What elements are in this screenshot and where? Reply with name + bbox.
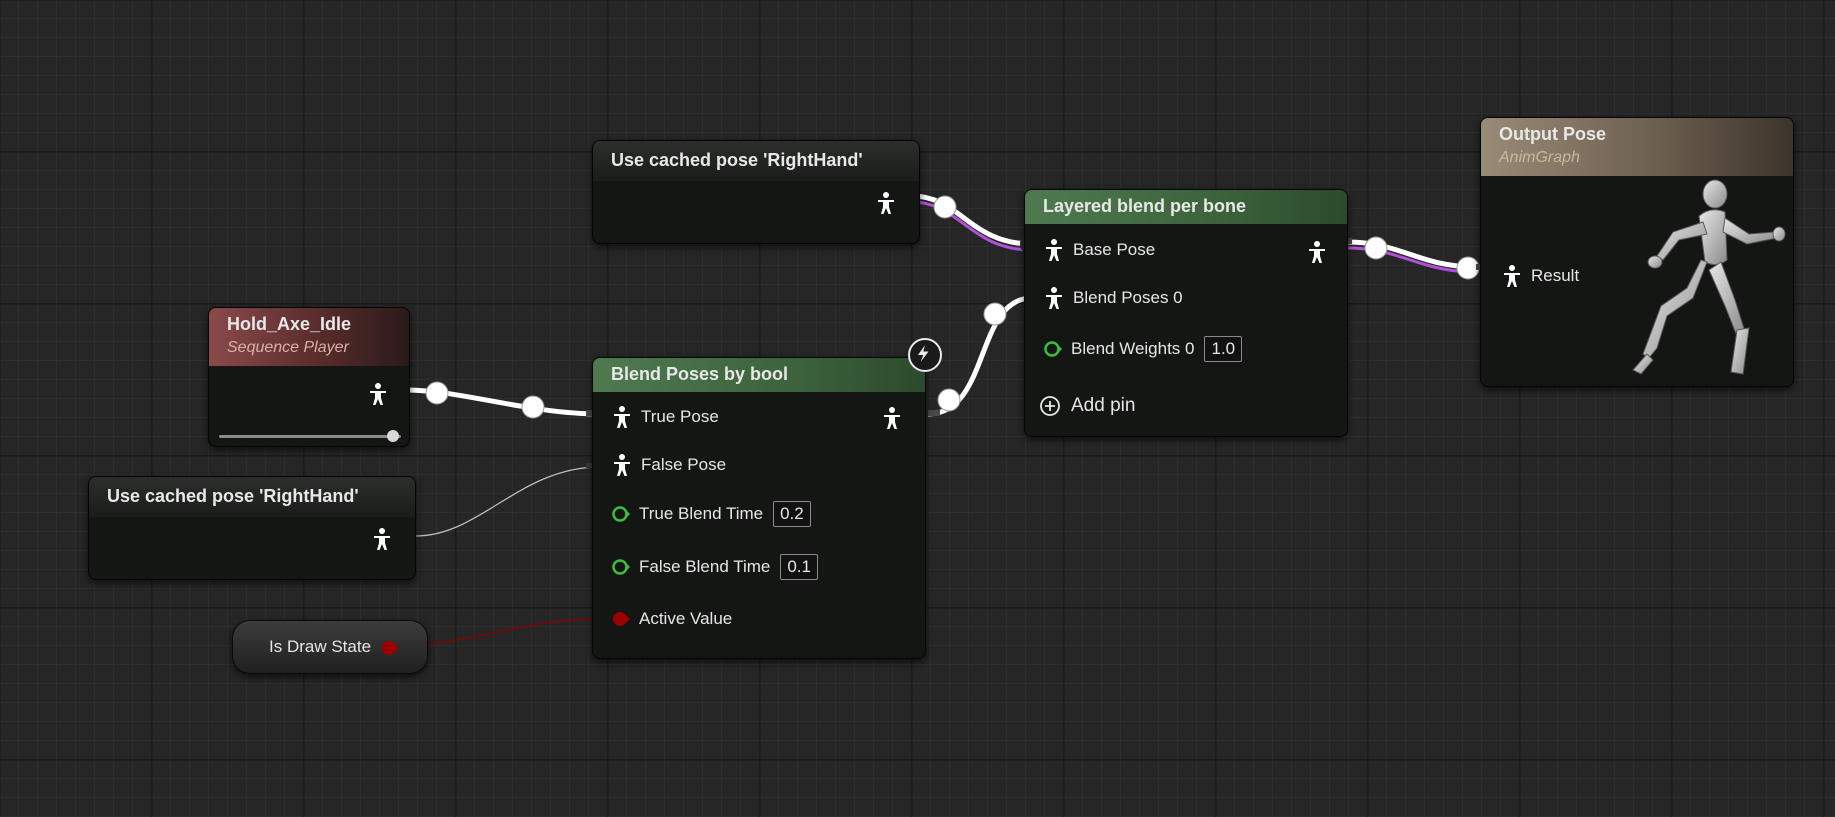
pose-pin-icon	[1046, 239, 1062, 261]
node-subtitle: AnimGraph	[1499, 149, 1580, 166]
blend-poses-0-pin[interactable]: Blend Poses 0	[1043, 286, 1183, 310]
wire-bubble	[983, 302, 1007, 326]
pin-label: True Pose	[641, 407, 719, 426]
true-blend-time-input[interactable]: 0.2	[773, 501, 811, 527]
pin-label: Blend Poses 0	[1073, 288, 1183, 307]
node-title: Blend Poses by bool	[593, 358, 925, 392]
pose-pin-icon[interactable]	[371, 527, 393, 551]
is-draw-state-node[interactable]: Is Draw State	[232, 620, 428, 674]
node-title: Layered blend per bone	[1025, 190, 1347, 224]
play-position-knob[interactable]	[387, 430, 399, 442]
float-pin-icon	[612, 559, 630, 575]
wire-cached-to-false-pose	[415, 466, 601, 537]
wire-bubble	[933, 195, 957, 219]
pin-label: False Pose	[641, 455, 727, 474]
wire-accent-layered-to-result	[1347, 246, 1477, 274]
cached-pose-node-top[interactable]: Use cached pose 'RightHand'	[592, 140, 920, 244]
float-pin-icon	[1044, 341, 1062, 357]
false-blend-time-pin[interactable]: False Blend Time 0.1	[611, 554, 818, 580]
wire-blend-to-blend-poses	[927, 295, 1033, 417]
node-title: Use cached pose 'RightHand'	[89, 477, 415, 517]
wire-layered-to-result	[1347, 239, 1477, 270]
base-pose-pin[interactable]: Base Pose	[1043, 238, 1155, 262]
false-pose-pin[interactable]: False Pose	[611, 453, 726, 477]
sequence-player-node[interactable]: Hold_Axe_Idle Sequence Player	[208, 307, 410, 447]
pose-pin-icon	[614, 454, 630, 476]
blend-weights-0-pin[interactable]: Blend Weights 0 1.0	[1043, 336, 1243, 362]
pose-pin-icon[interactable]	[367, 382, 389, 406]
pose-output-pin-icon[interactable]	[1306, 240, 1328, 264]
bool-pin-icon	[613, 612, 630, 626]
result-pin[interactable]: Result	[1501, 264, 1579, 288]
wire-hold-to-true-pose	[405, 387, 601, 417]
float-pin-icon	[612, 506, 630, 522]
pin-label: Blend Weights 0	[1071, 339, 1195, 358]
output-pose-node[interactable]: Output Pose AnimGraph Result	[1480, 117, 1794, 387]
node-title: Hold_Axe_Idle	[227, 314, 352, 334]
running-mannequin-icon	[1632, 179, 1786, 375]
wire-bubble	[1456, 256, 1480, 280]
wire-bubble	[1364, 236, 1388, 260]
blend-weights-0-input[interactable]: 1.0	[1204, 336, 1243, 362]
play-position-slider[interactable]	[219, 435, 401, 438]
pose-pin-icon	[614, 406, 630, 428]
plus-circle-icon	[1040, 396, 1060, 416]
node-subtitle: Sequence Player	[227, 339, 349, 356]
layered-blend-per-bone-node[interactable]: Layered blend per bone Base Pose Blend P…	[1024, 189, 1348, 437]
wire-bubble	[521, 395, 545, 419]
pin-label: False Blend Time	[639, 557, 771, 576]
wire-bubble	[425, 381, 449, 405]
pose-output-pin-icon[interactable]	[881, 406, 903, 430]
blend-poses-by-bool-node[interactable]: Blend Poses by bool True Pose False Pose…	[592, 357, 926, 659]
wire-bubble	[937, 388, 961, 412]
wire-accent-cached-to-base	[911, 200, 1033, 252]
add-pin-label: Add pin	[1071, 395, 1136, 416]
pin-label: True Blend Time	[639, 504, 764, 523]
pin-label: Active Value	[639, 609, 733, 628]
pin-label: Base Pose	[1073, 240, 1156, 259]
node-title: Output Pose	[1499, 124, 1606, 144]
node-title: Use cached pose 'RightHand'	[593, 141, 919, 181]
cached-pose-node-left[interactable]: Use cached pose 'RightHand'	[88, 476, 416, 580]
wire-cached-to-base-pose	[911, 193, 1033, 247]
lightning-icon	[908, 338, 942, 372]
active-value-pin[interactable]: Active Value	[611, 609, 732, 629]
true-pose-pin[interactable]: True Pose	[611, 405, 719, 429]
false-blend-time-input[interactable]: 0.1	[780, 554, 818, 580]
pose-pin-icon[interactable]	[875, 191, 897, 215]
pose-pin-icon	[1046, 287, 1062, 309]
true-blend-time-pin[interactable]: True Blend Time 0.2	[611, 501, 811, 527]
variable-label: Is Draw State	[269, 637, 372, 656]
add-pin-button[interactable]: Add pin	[1039, 395, 1135, 417]
pin-label: Result	[1531, 266, 1580, 285]
bool-output-pin[interactable]	[381, 639, 399, 657]
pose-pin-icon	[1504, 265, 1520, 287]
